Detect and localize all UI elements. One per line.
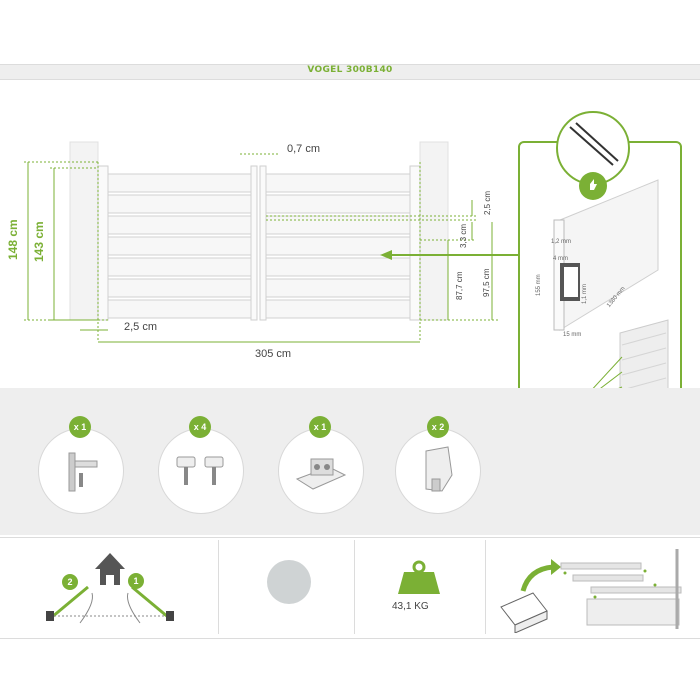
hinge-icon — [176, 456, 224, 485]
left-leaf-slats — [107, 173, 252, 319]
accessory-leaf-holder — [395, 428, 481, 514]
accessory-leaf-holder-count: x 2 — [427, 416, 449, 438]
profile-dim-c: 155 mm — [536, 274, 542, 296]
title-band — [0, 64, 700, 80]
accessory-hinges — [158, 428, 244, 514]
step-2-badge: 2 — [62, 574, 78, 590]
accessory-lock — [38, 428, 124, 514]
right-leaf-slats — [265, 173, 411, 319]
lower-height-label: 87,7 cm — [455, 271, 464, 300]
total-width-label: 305 cm — [255, 348, 292, 360]
center-post-left — [250, 165, 258, 321]
accessories-row: x 1 x 4 x 1 x 2 — [0, 388, 510, 535]
accessory-stop-count: x 1 — [309, 416, 331, 438]
divider — [354, 540, 355, 634]
accessory-stop — [278, 428, 364, 514]
accessory-lock-count: x 1 — [69, 416, 91, 438]
step-1-badge: 1 — [128, 573, 144, 589]
total-height-label: 148 cm — [6, 219, 20, 260]
screwdriver-icon — [569, 122, 619, 166]
features-band — [0, 537, 700, 639]
weight-icon — [398, 560, 440, 594]
leaf-holder-icon — [425, 446, 453, 492]
right-post — [409, 165, 421, 321]
weight-label: 43,1 KG — [392, 601, 429, 612]
right-pillar — [419, 141, 449, 321]
stop-icon — [295, 458, 347, 490]
opening-direction-icon — [46, 553, 174, 624]
left-post — [97, 165, 109, 321]
color-swatch — [267, 560, 311, 604]
center-post-right — [259, 165, 267, 321]
profile-dim-d: 1,1 mm — [582, 283, 588, 304]
divider — [485, 540, 486, 634]
left-pillar — [69, 141, 99, 321]
profile-dim-b: 4 mm — [553, 256, 568, 262]
accessory-hinges-count: x 4 — [189, 416, 211, 438]
gate-drawing — [24, 141, 520, 343]
profile-dim-a: 1,2 mm — [551, 239, 572, 245]
slat-gap-label: 3,3 cm — [459, 223, 468, 248]
slat-top-label: 2,5 cm — [483, 190, 492, 215]
divider — [218, 540, 219, 634]
gap-label: 0,7 cm — [287, 143, 321, 155]
upper-height-label: 97,5 cm — [482, 268, 491, 297]
bottom-gap-label: 2,5 cm — [124, 321, 158, 333]
leaf-height-label: 143 cm — [32, 221, 46, 262]
product-title: VOGEL 300B140 — [307, 65, 393, 75]
packaging-icon — [500, 549, 682, 633]
profile-dim-e: 15 mm — [563, 332, 582, 338]
lock-icon — [68, 452, 98, 492]
